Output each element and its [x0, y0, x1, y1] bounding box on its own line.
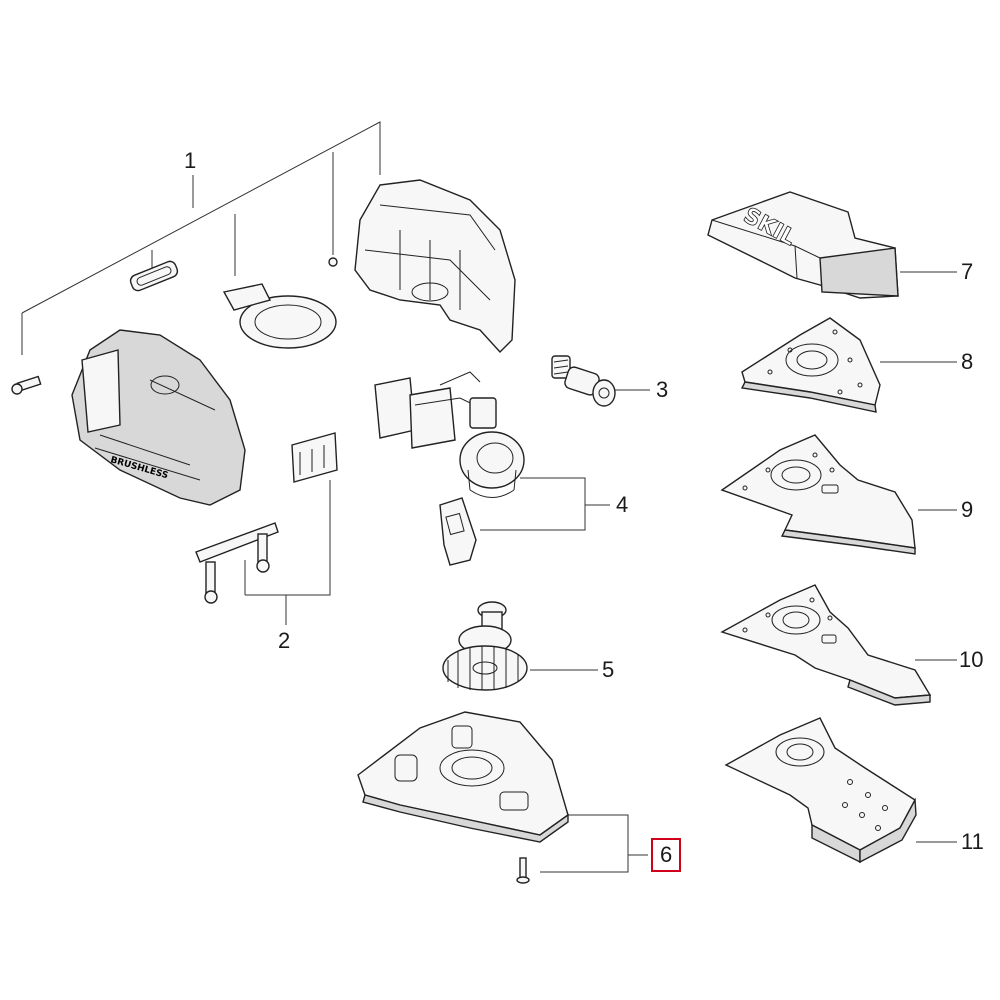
- motor-stator: [459, 431, 525, 498]
- callout-7[interactable]: 7: [961, 259, 974, 284]
- part-6-base-plate[interactable]: [357, 711, 648, 884]
- part-8-delta-pad[interactable]: [740, 317, 957, 413]
- housing-ring: [328, 257, 338, 267]
- part-9-finger-pad[interactable]: [720, 434, 957, 555]
- callout-6[interactable]: 6: [651, 838, 682, 872]
- part-1-housing-set[interactable]: BRUSHLESS: [11, 121, 516, 506]
- callout-9[interactable]: 9: [961, 497, 974, 522]
- switch-lever: [195, 522, 279, 604]
- callout-5[interactable]: 5: [602, 657, 615, 682]
- housing-gasket: [129, 260, 179, 292]
- part-3-spindle[interactable]: [551, 355, 650, 407]
- dust-port-flange: [222, 283, 337, 349]
- leader-line-4: [480, 477, 610, 531]
- left-housing-half: BRUSHLESS: [71, 329, 246, 506]
- part-11-profile-pad[interactable]: [724, 717, 957, 864]
- callout-11[interactable]: 11: [961, 829, 984, 854]
- switch-module: [439, 497, 477, 566]
- callout-2[interactable]: 2: [278, 628, 291, 653]
- leader-line-6: [540, 814, 648, 873]
- callout-10[interactable]: 10: [959, 647, 984, 672]
- housing-screw: [11, 375, 42, 395]
- base-plate-body: [357, 711, 569, 843]
- part-7-dust-box[interactable]: SKIL: [707, 191, 957, 299]
- part-4-electronics[interactable]: [374, 371, 610, 566]
- leader-line-1: [21, 121, 381, 355]
- part-2-switch-parts[interactable]: [195, 432, 338, 625]
- leader-line-2: [244, 480, 331, 625]
- part-5-rotor[interactable]: [442, 601, 598, 691]
- control-board: [374, 371, 497, 449]
- callout-1[interactable]: 1: [184, 148, 197, 173]
- switch-slider: [291, 432, 338, 483]
- callout-3[interactable]: 3: [656, 377, 669, 402]
- base-plate-screw: [516, 857, 530, 884]
- part-10-detail-pad[interactable]: [720, 584, 957, 706]
- callout-4[interactable]: 4: [616, 492, 629, 517]
- right-housing-half: [354, 179, 516, 354]
- callout-8[interactable]: 8: [961, 349, 974, 374]
